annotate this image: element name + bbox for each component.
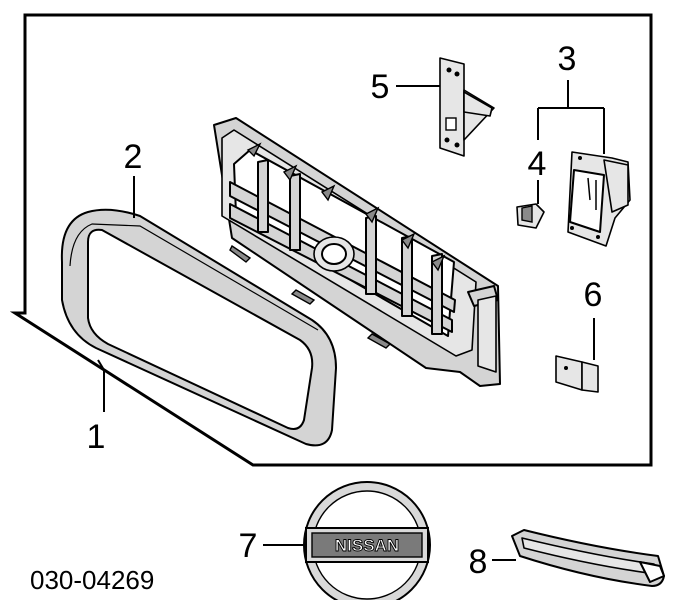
grille-assembly <box>213 117 501 387</box>
callout-8: 8 <box>469 543 488 581</box>
bracket-part-3 <box>567 151 631 247</box>
emblem-part-7: NISSAN <box>303 481 431 600</box>
molding-strip-part-8 <box>511 529 665 587</box>
callout-3: 3 <box>558 40 577 78</box>
leader-lines <box>97 80 605 561</box>
bracket-part-5 <box>439 57 495 157</box>
callout-5: 5 <box>371 68 390 106</box>
bracket-part-6 <box>555 355 599 393</box>
callout-7: 7 <box>239 527 258 565</box>
callout-6: 6 <box>584 276 603 314</box>
clip-part-4 <box>516 203 545 229</box>
diagram-part-number: 030-04269 <box>30 565 154 595</box>
molding-part-2 <box>60 208 337 447</box>
leader-3 <box>537 80 605 154</box>
callout-4: 4 <box>528 145 547 183</box>
callout-1: 1 <box>87 418 106 456</box>
callout-2: 2 <box>124 138 143 176</box>
emblem-text: NISSAN <box>335 536 399 555</box>
assembly-frame <box>9 13 653 467</box>
